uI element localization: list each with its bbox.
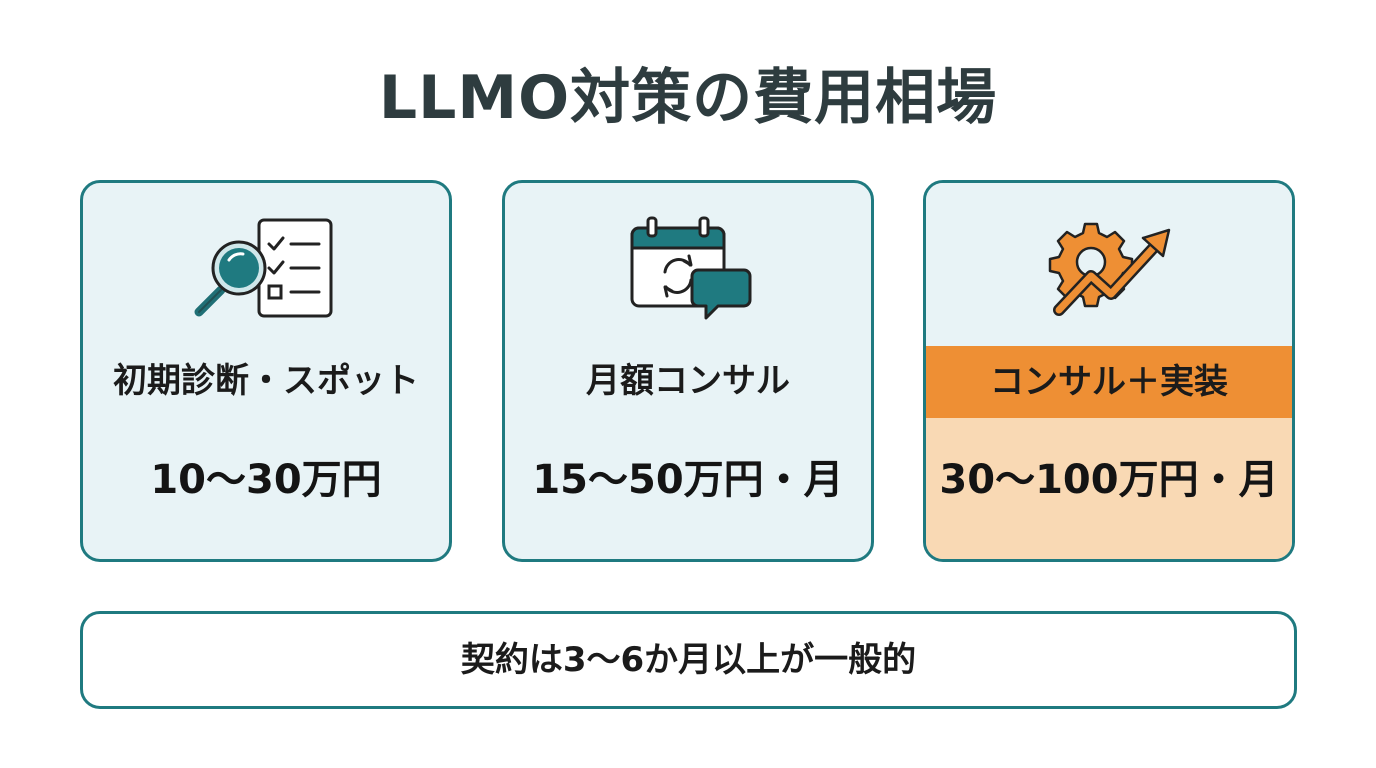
calendar-chat-icon [505,211,871,327]
card-highlight-area [926,418,1292,559]
magnifier-checklist-icon [83,211,449,327]
plan-name: 初期診断・スポット [113,361,419,401]
gear-growth-arrow-icon [926,211,1292,327]
plan-price: 15〜50万円・月 [532,457,844,503]
contract-note: 契約は3〜6か月以上が一般的 [80,611,1297,709]
page-title: LLMO対策の費用相場 [378,63,998,133]
plan-price: 10〜30万円 [150,457,382,503]
plan-card-initial-diagnosis: 初期診断・スポット 10〜30万円 [80,180,452,562]
plan-card-monthly-consulting: 月額コンサル 15〜50万円・月 [502,180,874,562]
plan-name: コンサル＋実装 [926,346,1292,418]
plan-card-consulting-implementation: コンサル＋実装 30〜100万円・月 [923,180,1295,562]
plan-price: 30〜100万円・月 [939,457,1279,503]
plan-name: 月額コンサル [586,361,790,401]
